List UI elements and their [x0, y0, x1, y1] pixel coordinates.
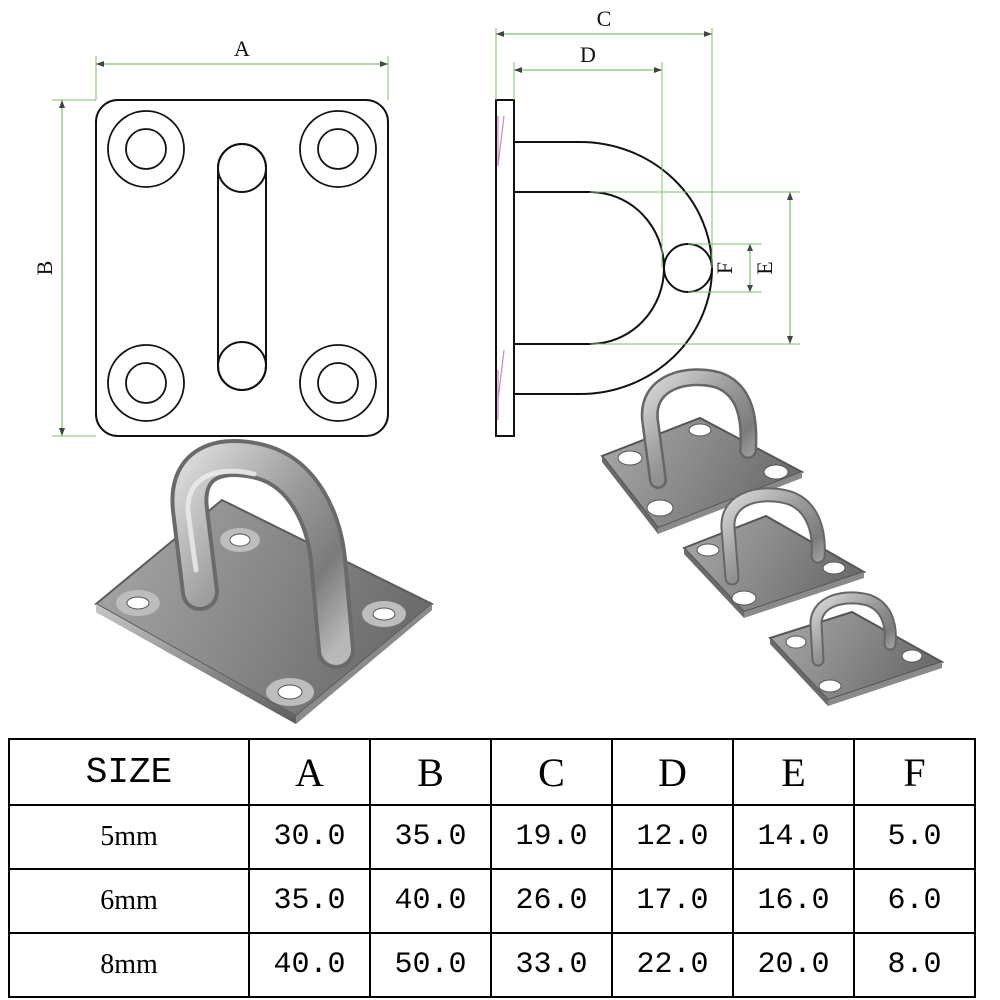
table-header-row: SIZE A B C D E F	[8, 738, 976, 806]
pad-eye-technical-drawing: A B C	[32, 6, 945, 724]
table-cell: 8.0	[853, 932, 976, 998]
dimension-label-b: B	[32, 261, 57, 276]
header-e: E	[732, 738, 855, 806]
side-plate	[495, 99, 515, 437]
plate-hole	[266, 678, 314, 706]
table-cell: 26.0	[490, 868, 613, 934]
table-cell: 16.0	[732, 868, 855, 934]
table-cell: 40.0	[369, 868, 492, 934]
dimension-label-e: E	[752, 261, 777, 274]
dimension-label-d: D	[580, 42, 596, 67]
rod-cross-section	[663, 243, 713, 293]
table-cell: 35.0	[248, 868, 371, 934]
table-cell: 22.0	[611, 932, 734, 998]
pad-eye-photo-sizes	[600, 368, 945, 706]
table-cell-size: 6mm	[8, 868, 250, 934]
pad-eye-size-large	[600, 368, 805, 534]
dimension-label-a: A	[234, 36, 250, 61]
side-view: C D E F	[495, 6, 800, 437]
header-b: B	[369, 738, 492, 806]
eye-loop-top-outline	[217, 143, 267, 391]
table-cell: 40.0	[248, 932, 371, 998]
dimension-e: E	[590, 191, 800, 345]
dimension-f: F	[688, 243, 762, 293]
header-c: C	[490, 738, 613, 806]
dimension-d: D	[513, 42, 663, 268]
header-size: SIZE	[8, 738, 250, 806]
table-cell: 17.0	[611, 868, 734, 934]
table-cell: 19.0	[490, 804, 613, 870]
mounting-hole-bottom-right	[299, 344, 377, 422]
table-cell: 6.0	[853, 868, 976, 934]
dimension-b: B	[32, 99, 96, 437]
table-cell: 50.0	[369, 932, 492, 998]
table-cell: 20.0	[732, 932, 855, 998]
table-row: 6mm 35.0 40.0 26.0 17.0 16.0 6.0	[8, 868, 976, 934]
table-cell: 12.0	[611, 804, 734, 870]
table-cell-size: 5mm	[8, 804, 250, 870]
pad-eye-size-medium	[682, 487, 867, 618]
plate-hole	[116, 590, 160, 616]
mounting-hole-top-right	[299, 110, 377, 188]
table-row: 8mm 40.0 50.0 33.0 22.0 20.0 8.0	[8, 932, 976, 998]
pad-eye-size-small	[768, 591, 945, 706]
top-view: A B	[32, 36, 389, 437]
plate-hole	[220, 528, 260, 552]
dimension-c: C	[495, 6, 713, 268]
table-cell: 30.0	[248, 804, 371, 870]
plate-hole	[362, 601, 406, 627]
base-plate-outline	[95, 99, 389, 437]
table-cell: 14.0	[732, 804, 855, 870]
eye-loop-side-outline	[514, 141, 713, 395]
table-row: 5mm 30.0 35.0 19.0 12.0 14.0 5.0	[8, 804, 976, 870]
mounting-hole-bottom-left	[107, 344, 185, 422]
table-cell-size: 8mm	[8, 932, 250, 998]
dimension-label-f: F	[712, 262, 737, 274]
header-a: A	[248, 738, 371, 806]
mounting-hole-top-left	[107, 110, 185, 188]
pad-eye-photo-large	[94, 438, 434, 724]
header-d: D	[611, 738, 734, 806]
table-cell: 35.0	[369, 804, 492, 870]
header-f: F	[853, 738, 976, 806]
size-table: SIZE A B C D E F 5mm 30.0 35.0 19.0 12.0…	[8, 738, 976, 998]
dimension-a: A	[95, 36, 389, 100]
table-cell: 33.0	[490, 932, 613, 998]
dimension-label-c: C	[597, 6, 612, 31]
table-cell: 5.0	[853, 804, 976, 870]
